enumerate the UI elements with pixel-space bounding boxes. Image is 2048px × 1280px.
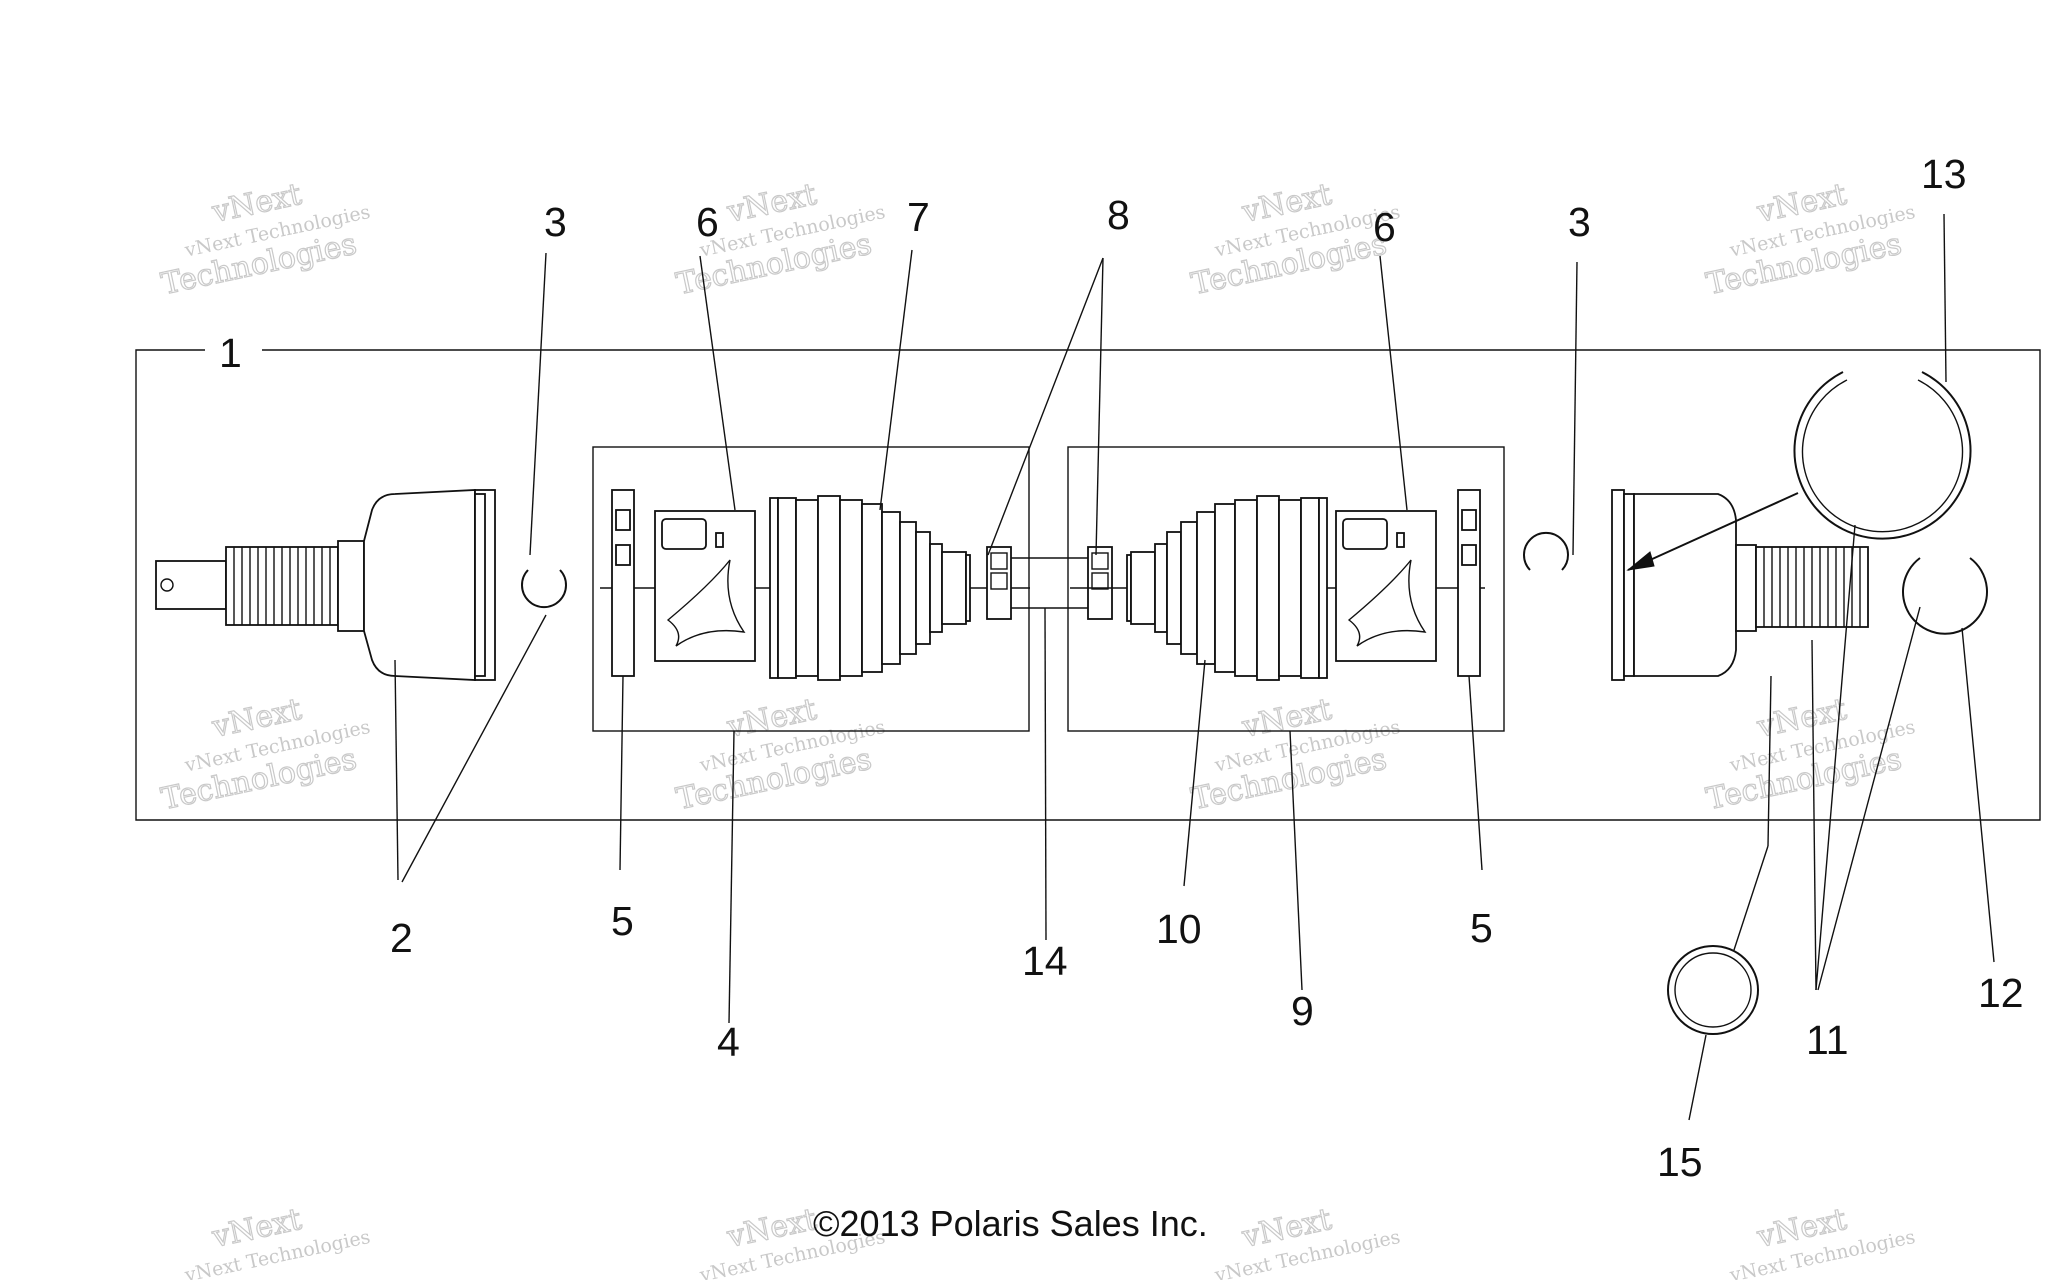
callout-15: 15	[1657, 1139, 1703, 1185]
watermark: vNext vNext Technologies	[1727, 1201, 1917, 1280]
callout-11: 11	[1806, 1017, 1849, 1063]
small-snap-ring	[1902, 557, 1988, 635]
callout-3-right: 3	[1568, 199, 1591, 245]
watermark: vNext vNext Technologies Technologies	[673, 691, 888, 817]
watermark: vNext vNext Technologies	[182, 1201, 372, 1280]
watermark: vNext vNext Technologies	[1212, 1201, 1402, 1280]
callout-7: 7	[907, 194, 930, 240]
retainer-ring	[1667, 945, 1759, 1035]
boot-kit-right	[1070, 489, 1485, 681]
callout-6-left: 6	[696, 199, 719, 245]
callout-1: 1	[219, 330, 242, 376]
callout-labels: 1 2 3 3 4 5 5 6 6 7 8 9 10 11 12 13 14 1…	[219, 151, 2024, 1185]
leader-lines	[394, 213, 1995, 1121]
watermark-layer: vNext vNext Technologies Technologies vN…	[158, 176, 1918, 1280]
callout-6-right: 6	[1373, 204, 1396, 250]
clamp-right	[1087, 546, 1113, 620]
callout-13: 13	[1921, 151, 1967, 197]
clamp-left	[986, 546, 1012, 620]
boot-kit-box-right	[1067, 446, 1505, 732]
large-snap-ring	[1793, 371, 1972, 540]
callout-9: 9	[1291, 988, 1314, 1034]
callout-14: 14	[1022, 938, 1068, 984]
assembly-outline	[135, 349, 2041, 821]
callout-5-right: 5	[1470, 905, 1493, 951]
circlip-left	[521, 569, 567, 609]
watermark: vNext vNext Technologies Technologies	[158, 691, 373, 817]
callout-5-left: 5	[611, 898, 634, 944]
watermark: vNext vNext Technologies Technologies	[1703, 691, 1918, 817]
retainer-ring-inner	[1674, 952, 1752, 1028]
copyright-notice: ©2013 Polaris Sales Inc.	[813, 1203, 1208, 1244]
callout-12: 12	[1978, 970, 2024, 1016]
boot-kit-box-left	[592, 446, 1030, 732]
watermark: vNext vNext Technologies Technologies	[158, 176, 373, 302]
callout-4: 4	[717, 1019, 740, 1065]
callout-10: 10	[1156, 906, 1202, 952]
large-snap-ring-inner	[1801, 379, 1964, 533]
boot-kit-left	[600, 489, 1030, 681]
callout-3-left: 3	[544, 199, 567, 245]
circlip-right	[1523, 531, 1569, 571]
install-arrow	[1626, 492, 1799, 571]
watermark: vNext vNext Technologies Technologies	[1703, 176, 1918, 302]
spacer-shaft	[1011, 557, 1088, 609]
outer-cv-joint	[155, 489, 496, 681]
callout-8: 8	[1107, 192, 1130, 238]
callout-2: 2	[390, 915, 413, 961]
